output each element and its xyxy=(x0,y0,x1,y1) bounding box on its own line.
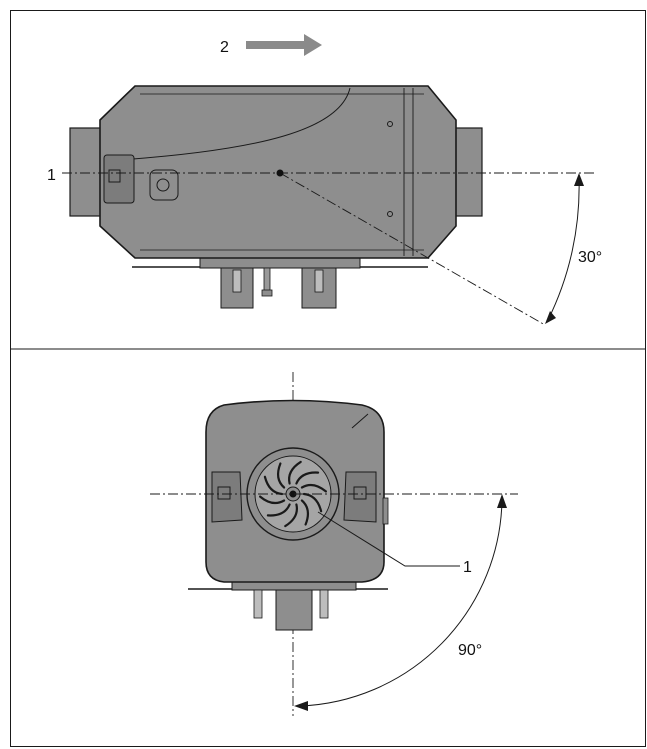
glow-plug-housing xyxy=(149,169,179,201)
fan-blade xyxy=(295,471,320,485)
angle-arc-90-arrow-top xyxy=(497,494,507,508)
angle-arc-30 xyxy=(547,177,580,321)
mounting-foot-front xyxy=(275,589,313,631)
direction-callout-label: 2 xyxy=(220,39,229,56)
angle-arc-30-arrow-bottom xyxy=(545,311,556,324)
fan-blade xyxy=(300,483,327,493)
body-side-tab xyxy=(382,497,389,525)
fan-callout-leader xyxy=(317,511,460,567)
connector-socket xyxy=(108,169,121,183)
front-connector-right xyxy=(343,471,377,523)
fan-hub-center xyxy=(289,490,297,498)
bottom-panel: 1 90° xyxy=(150,372,518,716)
front-socket-left xyxy=(217,486,231,500)
angle-label-90: 90° xyxy=(458,642,482,659)
angle-arc-90 xyxy=(299,499,503,707)
outer-frame xyxy=(10,10,646,747)
direction-arrow xyxy=(246,34,322,56)
air-intake-nozzle xyxy=(69,127,103,217)
angle-arc-30-arrow-top xyxy=(574,173,584,186)
front-connector-left xyxy=(211,471,243,523)
air-outlet-nozzle xyxy=(451,127,483,217)
fan-blade xyxy=(284,503,298,528)
mounting-base-plate xyxy=(199,257,361,269)
axis-callout-label: 1 xyxy=(47,167,56,184)
fan-callout-label: 1 xyxy=(463,559,472,576)
mounting-stud-front-left xyxy=(253,589,263,619)
body-screw-bottom xyxy=(387,211,393,217)
fan-blade xyxy=(259,495,286,505)
fan-blade xyxy=(302,492,323,513)
body-center-point xyxy=(276,169,284,177)
fuel-connector-cap xyxy=(261,289,273,297)
mounting-stud-left xyxy=(232,269,242,293)
angle-label-30: 30° xyxy=(578,249,602,266)
body-contour-curve xyxy=(119,87,351,161)
mounting-stud-front-right xyxy=(319,589,329,619)
body-screw-top xyxy=(387,121,393,127)
front-socket-right xyxy=(353,486,367,500)
fan-impeller xyxy=(259,460,327,528)
tilt-axis-line xyxy=(279,172,546,326)
fan-blade xyxy=(276,462,286,489)
connector-housing xyxy=(103,154,135,204)
fan-blade xyxy=(288,460,302,485)
fan-blade xyxy=(266,503,291,517)
angle-arc-90-arrow-bottom xyxy=(294,701,308,711)
body-corner-mark xyxy=(351,413,369,429)
fan-blade xyxy=(300,499,310,526)
glow-plug-port xyxy=(156,178,170,192)
top-panel: 2 1 3 xyxy=(47,34,602,326)
mounting-stud-right xyxy=(314,269,324,293)
